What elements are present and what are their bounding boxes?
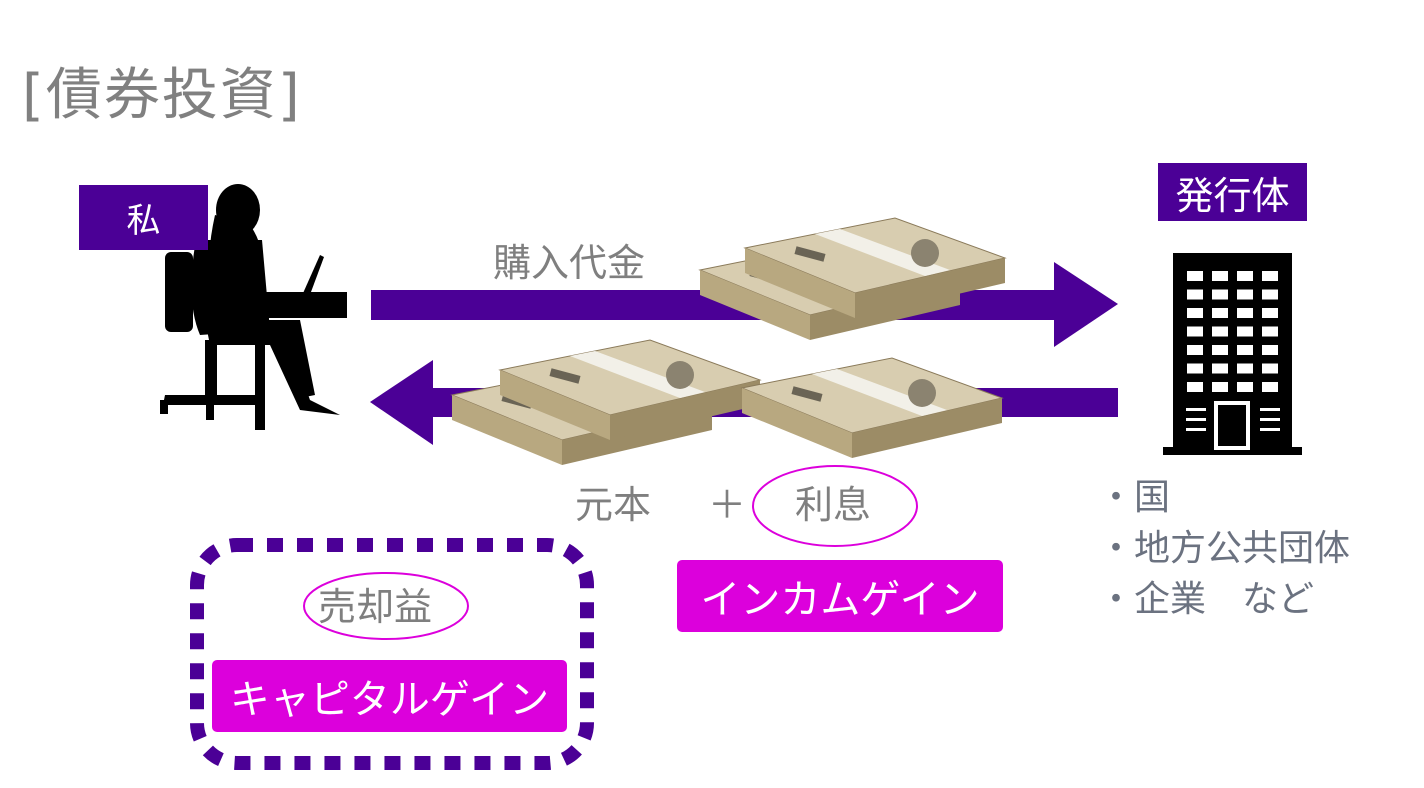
building-window (1237, 345, 1253, 355)
building-window (1237, 308, 1253, 318)
issuer-label: 発行体 (1158, 163, 1307, 221)
building-window (1262, 271, 1278, 281)
building-window (1187, 308, 1203, 318)
building-window (1187, 289, 1203, 300)
plus-sign: ＋ (708, 483, 747, 527)
building-window (1212, 326, 1228, 337)
list-item: ・地方公共団体 (1098, 528, 1351, 569)
building-window (1237, 289, 1253, 300)
building-window (1187, 271, 1203, 281)
building-window (1212, 308, 1228, 318)
building-window (1212, 289, 1228, 300)
building-window (1187, 363, 1203, 374)
building-window (1262, 289, 1278, 300)
woman-at-laptop-silhouette (160, 184, 347, 430)
building-window (1237, 382, 1253, 392)
banknote-bundle-icon (451, 339, 761, 466)
office-building-icon (1163, 253, 1302, 455)
income-gain-label: インカムゲイン (677, 560, 1003, 632)
capital-gain-dotted-frame (190, 538, 594, 770)
interest-highlight-ellipse (752, 465, 918, 547)
building-window (1187, 345, 1203, 355)
building-window (1262, 363, 1278, 374)
list-item: ・企業 など (1098, 579, 1315, 620)
building-window (1262, 326, 1278, 337)
sale-gain-highlight-ellipse (303, 572, 469, 640)
list-item: ・国 (1098, 477, 1171, 518)
building-window (1237, 271, 1253, 281)
banknote-bundle-icon (699, 217, 1006, 341)
building-window (1187, 326, 1203, 337)
building-window (1262, 308, 1278, 318)
investor-label: 私 (79, 185, 208, 250)
building-window (1262, 345, 1278, 355)
capital-gain-label: キャピタルゲイン (212, 660, 567, 732)
slide-title: [債券投資] (22, 63, 302, 128)
purchase-price-label: 購入代金 (493, 241, 646, 285)
building-window (1212, 382, 1228, 392)
sale-gain-label: 売却益 (318, 585, 433, 629)
building-window (1212, 271, 1228, 281)
building-window (1237, 363, 1253, 374)
building-window (1262, 382, 1278, 392)
building-window (1212, 345, 1228, 355)
principal-label: 元本 (575, 483, 652, 527)
issuer-examples-list: ・国 ・地方公共団体 ・企業 など (1098, 472, 1350, 625)
building-window (1187, 382, 1203, 392)
building-window (1212, 363, 1228, 374)
interest-label: 利息 (795, 483, 872, 527)
banknote-bundle-icon (741, 357, 1003, 459)
building-window (1237, 326, 1253, 337)
